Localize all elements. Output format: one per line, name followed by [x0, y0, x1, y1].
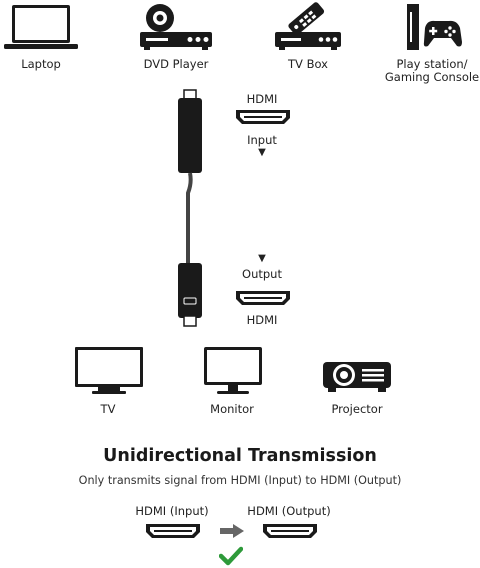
tv-box-label: TV Box	[288, 57, 328, 71]
game-console-icon	[407, 4, 462, 50]
input-label: Input	[247, 133, 277, 147]
hdmi-output-port-icon	[236, 291, 290, 305]
laptop-icon	[4, 5, 78, 49]
tv-icon	[75, 347, 143, 394]
output-label: Output	[242, 267, 282, 281]
projector-label: Projector	[331, 402, 383, 416]
check-icon	[219, 546, 243, 566]
hdmi-cable-icon	[178, 89, 202, 327]
hdmi-output-example-icon	[263, 524, 317, 538]
input-arrow-icon: ▼	[258, 147, 266, 158]
section-subtitle: Only transmits signal from HDMI (Input) …	[78, 474, 402, 487]
hdmi-input-caption: HDMI (Input)	[135, 504, 209, 518]
hdmi-input-port-icon	[236, 110, 290, 124]
dvd-player-label: DVD Player	[143, 57, 209, 71]
monitor-label: Monitor	[210, 402, 254, 416]
projector-icon	[323, 362, 391, 392]
tv-label: TV	[100, 402, 116, 416]
hdmi-output-caption: HDMI (Output)	[247, 504, 331, 518]
console-label-line2: Gaming Console	[384, 70, 480, 84]
console-label-line1: Play station/	[396, 57, 468, 71]
top-hdmi-label: HDMI	[246, 92, 278, 106]
dvd-player-icon	[140, 4, 212, 50]
laptop-label: Laptop	[21, 57, 61, 71]
section-title: Unidirectional Transmission	[103, 446, 377, 466]
output-arrow-icon: ▼	[258, 253, 266, 264]
direction-arrow-icon	[220, 524, 244, 538]
tv-box-icon	[275, 2, 341, 50]
hdmi-input-example-icon	[146, 524, 200, 538]
monitor-icon	[204, 347, 262, 394]
bottom-hdmi-label: HDMI	[246, 313, 278, 327]
